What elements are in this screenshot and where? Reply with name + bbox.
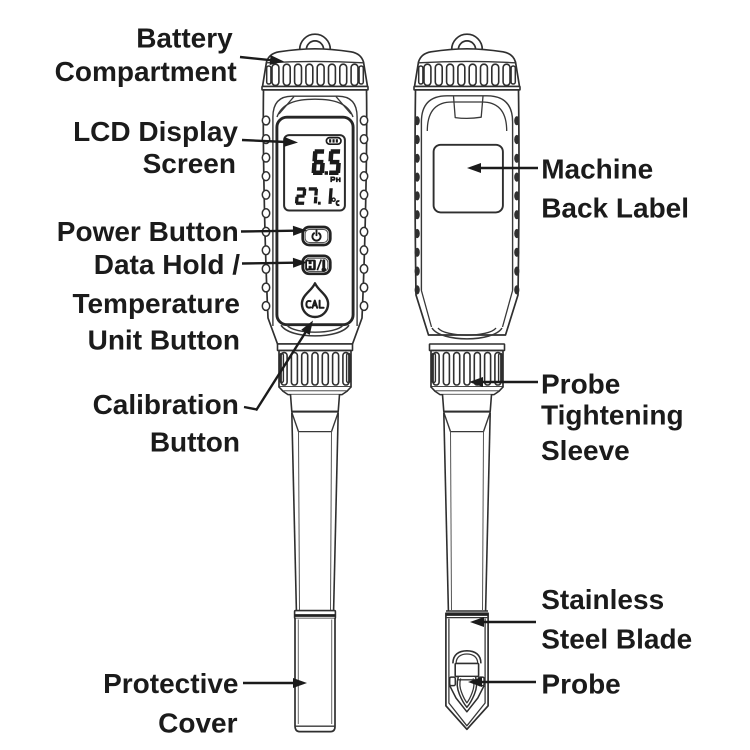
svg-text:Cover: Cover [158,708,237,739]
svg-text:Calibration: Calibration [93,389,239,420]
svg-text:Steel Blade: Steel Blade [541,623,692,654]
svg-text:Machine: Machine [541,154,653,185]
svg-text:Data Hold /: Data Hold / [94,249,240,280]
svg-text:Probe: Probe [541,669,620,700]
svg-text:Battery: Battery [136,23,233,54]
svg-text:Stainless: Stainless [541,584,664,615]
svg-text:Sleeve: Sleeve [541,435,630,466]
svg-text:Screen: Screen [143,148,236,179]
svg-text:Unit Button: Unit Button [88,325,240,356]
svg-text:Temperature: Temperature [72,288,240,319]
svg-text:Back Label: Back Label [541,193,689,224]
svg-text:Probe: Probe [541,369,620,400]
svg-text:LCD Display: LCD Display [73,116,238,147]
svg-text:Compartment: Compartment [55,56,237,87]
svg-text:Power Button: Power Button [57,216,239,247]
svg-text:Protective: Protective [103,668,238,699]
svg-text:Tightening: Tightening [541,400,684,431]
svg-text:Button: Button [150,427,240,458]
